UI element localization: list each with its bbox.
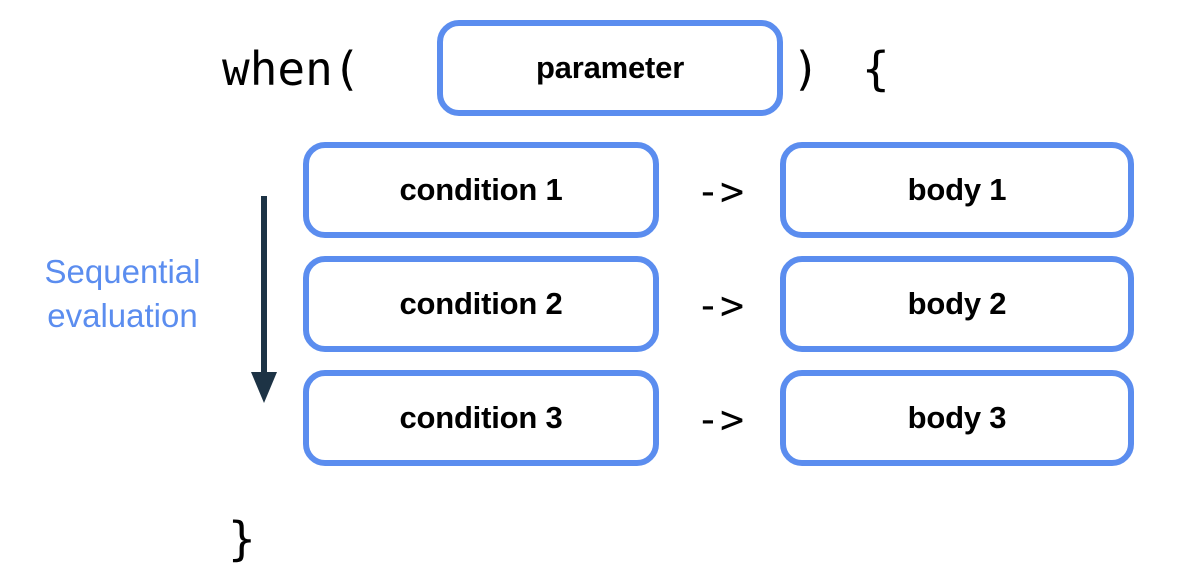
body-box-1-label: body 1 — [907, 172, 1007, 207]
condition-box-2[interactable]: condition 2 — [303, 256, 659, 352]
condition-box-2-label: condition 2 — [399, 286, 563, 321]
body-box-2-label: body 2 — [907, 286, 1007, 321]
when-keyword-text: when( — [222, 42, 361, 96]
parameter-box[interactable]: parameter — [437, 20, 783, 116]
condition-box-3[interactable]: condition 3 — [303, 370, 659, 466]
condition-box-1-label: condition 1 — [399, 172, 563, 207]
close-paren-text: ) — [792, 42, 820, 96]
sequential-evaluation-line-2: evaluation — [47, 297, 198, 334]
open-brace-text: { — [862, 42, 890, 96]
body-box-3[interactable]: body 3 — [780, 370, 1134, 466]
branch-arrow-3: -> — [695, 397, 745, 443]
condition-box-3-label: condition 3 — [399, 400, 563, 435]
branch-arrow-2: -> — [695, 283, 745, 329]
body-box-1[interactable]: body 1 — [780, 142, 1134, 238]
close-brace-text: } — [228, 512, 256, 566]
sequential-evaluation-line-1: Sequential — [44, 253, 201, 290]
parameter-box-label: parameter — [535, 50, 685, 85]
sequential-evaluation-label: Sequential evaluation — [10, 250, 235, 338]
body-box-3-label: body 3 — [907, 400, 1007, 435]
branch-arrow-1: -> — [695, 169, 745, 215]
body-box-2[interactable]: body 2 — [780, 256, 1134, 352]
downward-arrow-icon — [251, 196, 277, 403]
condition-box-1[interactable]: condition 1 — [303, 142, 659, 238]
